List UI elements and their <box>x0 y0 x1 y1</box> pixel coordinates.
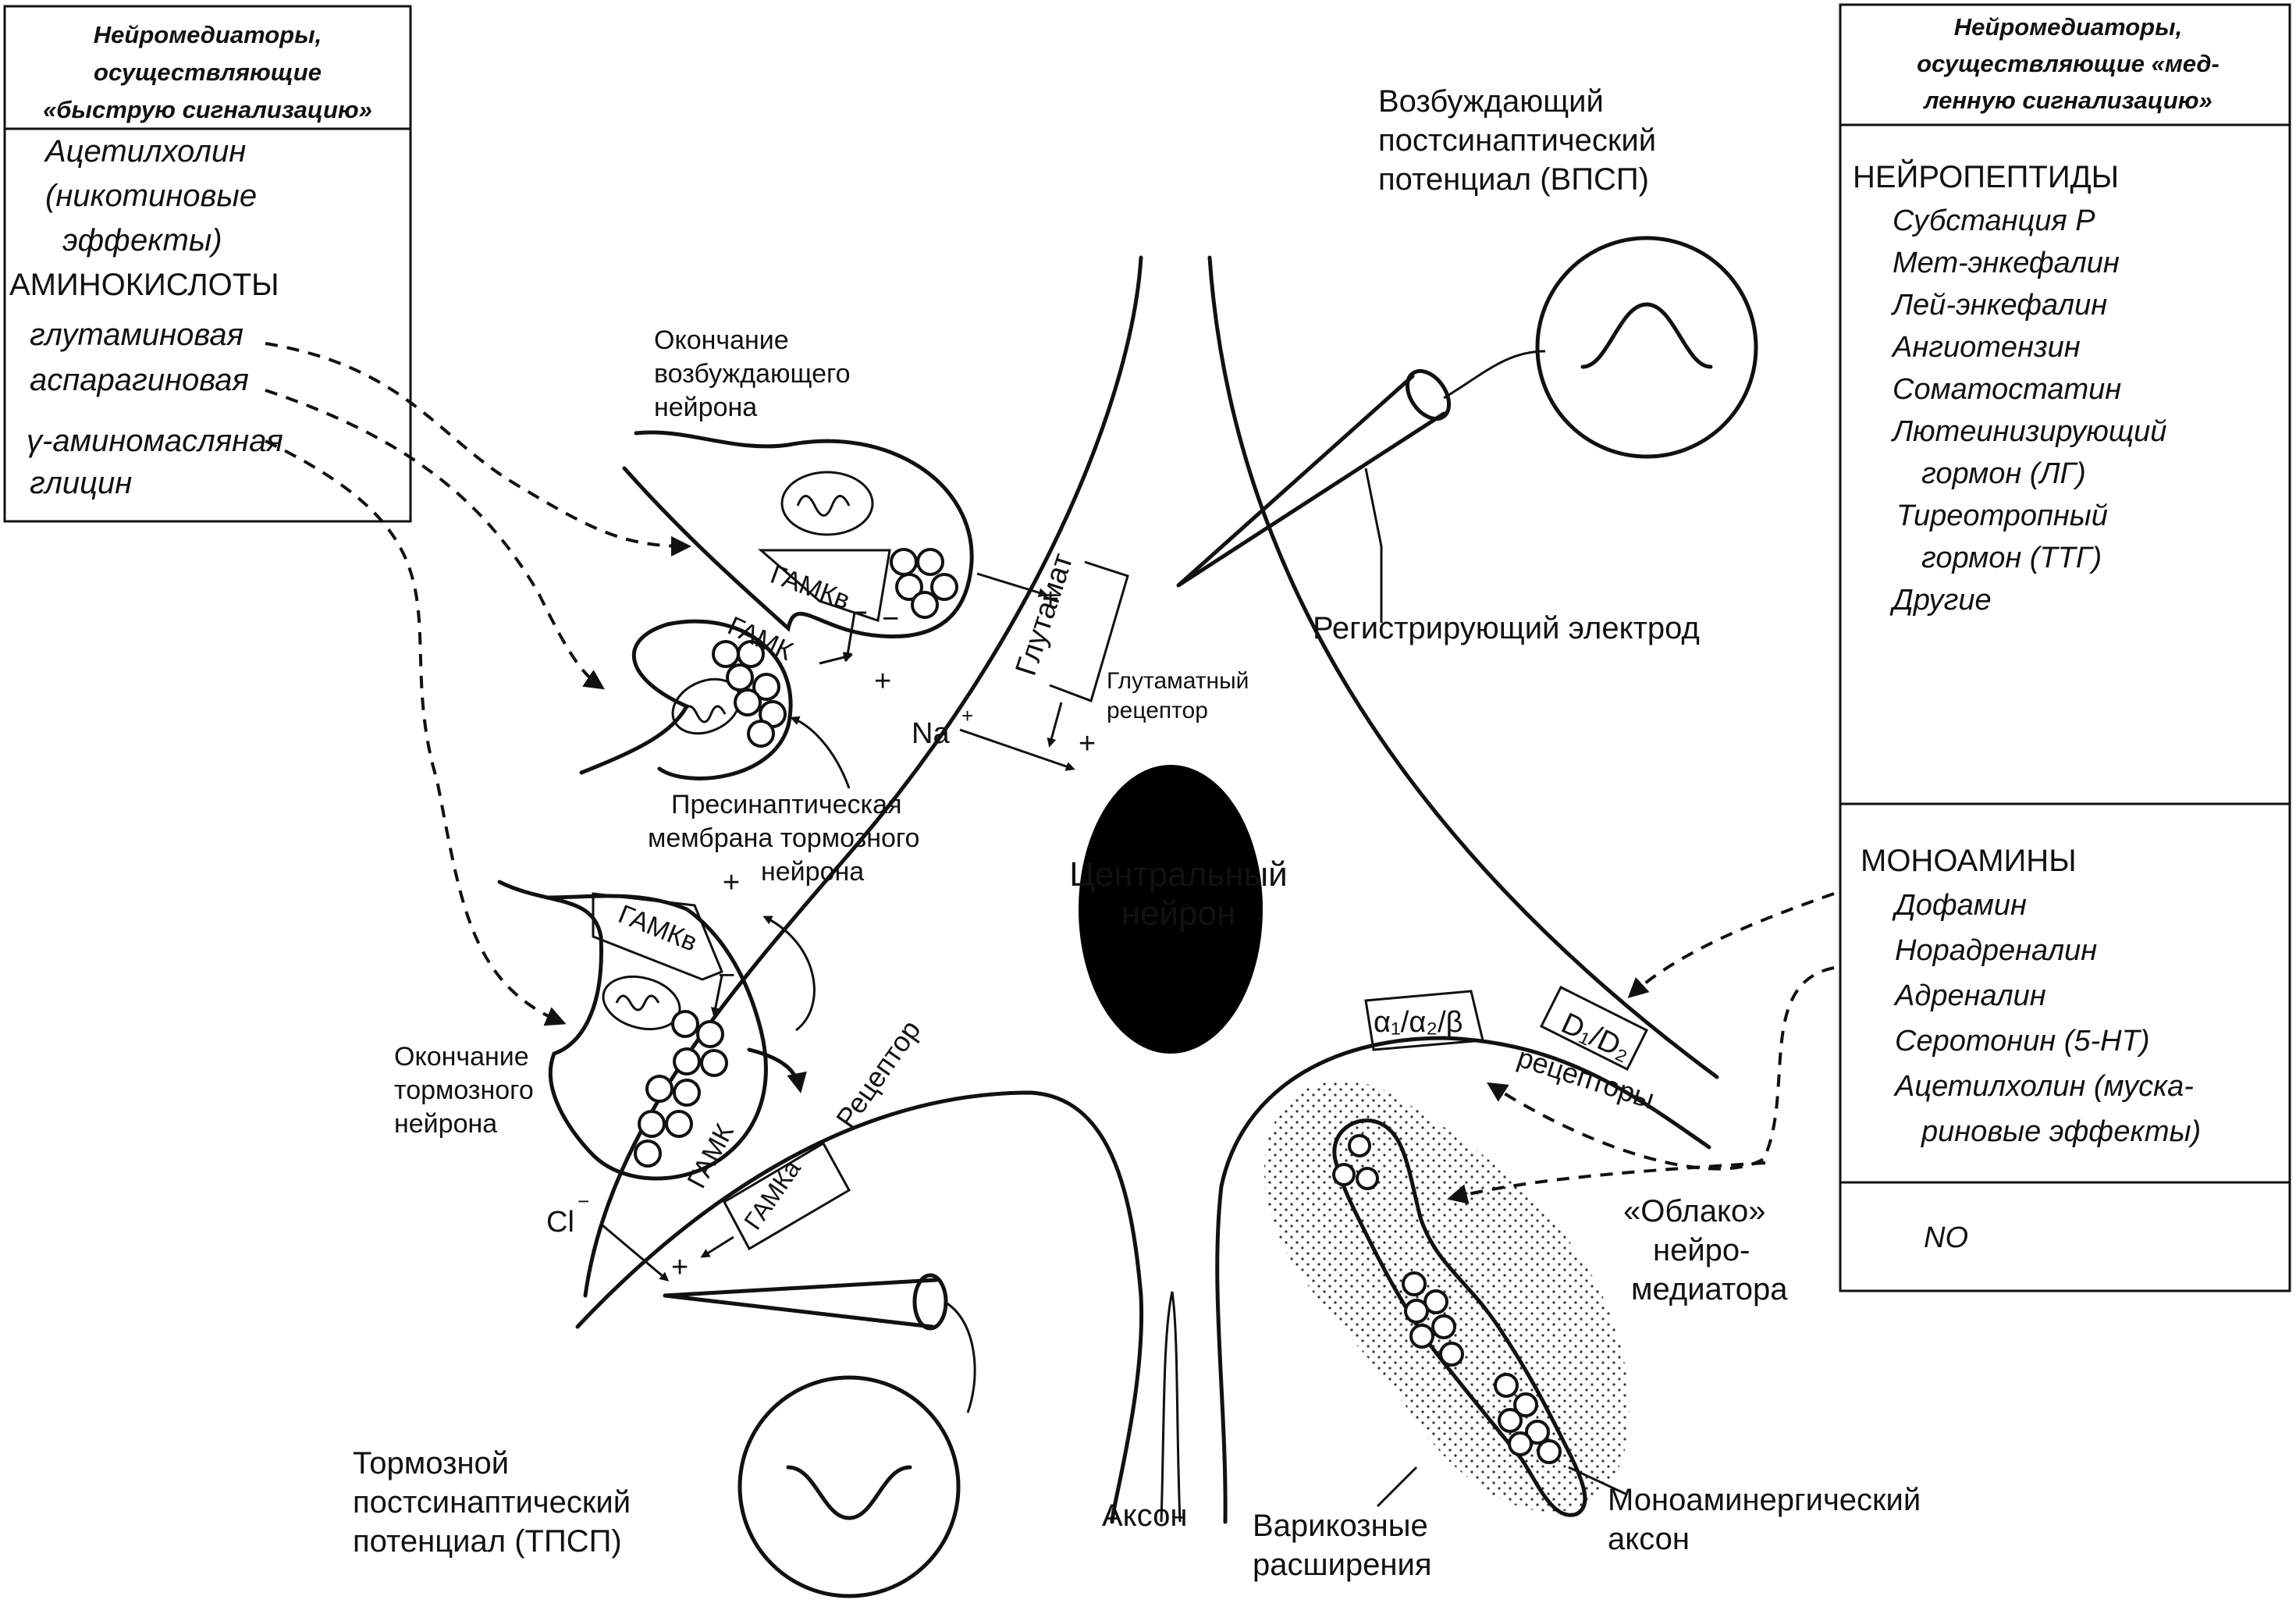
slow-box-header-1: Нейромедиаторы, <box>1954 13 2182 41</box>
slow-signaling-box: Нейромедиаторы, осуществляющие «мед- лен… <box>1839 3 2291 1292</box>
peptide-lh-1: Лютеинизирующий <box>1890 415 2166 448</box>
excitatory-ending-label-3: нейрона <box>654 393 757 422</box>
cloud-label-2: нейро- <box>1653 1233 1750 1267</box>
monoamines-heading: МОНОАМИНЫ <box>1861 844 2077 878</box>
plus-lower: + <box>723 866 740 899</box>
inhibitory-ending-label-1: Окончание <box>394 1042 529 1072</box>
inhibitory-ending-label-2: тормозного <box>394 1075 534 1105</box>
fast-box-header-2: осуществляющие <box>94 59 322 86</box>
alpha-beta-label: α₁/α₂/β <box>1374 1006 1463 1039</box>
monoaminergic-axon-label-2: аксон <box>1608 1522 1690 1556</box>
upper-recording-electrode <box>1176 236 1758 623</box>
inhibitory-terminal: ГАМКв − ГАМК <box>497 880 816 1193</box>
acetylcholine-line-3: эффекты) <box>62 223 222 258</box>
monoamine-receptors: α₁/α₂/β D₁/D₂ рецепторы <box>1364 985 1658 1115</box>
sodium-charge: + <box>961 704 973 727</box>
monoamine-serotonin: Серотонин (5-НТ) <box>1895 1025 2149 1058</box>
cloud-label-3: медиатора <box>1631 1272 1788 1306</box>
receptor-label: Рецептор <box>830 1014 926 1133</box>
amino-aspartic: аспарагиновая <box>30 363 249 397</box>
lower-recording-electrode <box>663 1273 976 1598</box>
peptide-others: Другие <box>1889 584 1992 617</box>
axon-label: Аксон <box>1102 1498 1187 1533</box>
peptide-tsh-2: гормон (ТТГ) <box>1921 542 2102 574</box>
ipsp-label-1: Тормозной <box>353 1446 509 1481</box>
ipsp-label-3: потенциал (ТПСП) <box>353 1524 622 1559</box>
plus-na: + <box>1079 727 1096 760</box>
presynaptic-inhibitory-terminal: ГАМК <box>579 611 866 780</box>
acetylcholine-line-1: Ацетилхолин <box>44 134 246 169</box>
central-neuron-label-2: нейрон <box>1121 894 1236 933</box>
excitatory-ending-label-2: возбуждающего <box>654 359 851 389</box>
gaba-b-top-label: ГАМКв <box>766 560 854 616</box>
monoamine-noradrenaline: Норадреналин <box>1895 934 2097 967</box>
amino-acids-heading: АМИНОКИСЛОТЫ <box>9 268 279 302</box>
minus-lower: − <box>718 959 735 992</box>
slow-box-header-3: ленную сигнализацию» <box>1922 87 2212 114</box>
ipsp-oscilloscope <box>737 1375 961 1598</box>
ipsp-label-2: постсинаптический <box>353 1485 631 1520</box>
plus-presynaptic: + <box>874 665 891 698</box>
nitric-oxide: NO <box>1924 1221 1968 1254</box>
excitatory-ending-label-1: Окончание <box>654 325 789 355</box>
epsp-label-3: потенциал (ВПСП) <box>1378 162 1649 197</box>
amino-gaba: γ-аминомасляная <box>27 424 283 458</box>
peptide-leu-enkephalin: Лей-энкефалин <box>1890 289 2107 322</box>
glutamate-receptor-label-2: рецептор <box>1107 698 1208 723</box>
slow-box-header-2: осуществляющие «мед- <box>1917 50 2220 77</box>
epsp-label-1: Возбуждающий <box>1378 84 1604 119</box>
glutamate-receptor <box>959 560 1129 771</box>
ipsp-waveform <box>786 1465 912 1520</box>
peptide-substance-p: Субстанция Р <box>1893 204 2095 237</box>
excitatory-terminal: ГАМКв − <box>622 430 974 639</box>
neuropeptides-heading: НЕЙРОПЕПТИДЫ <box>1853 158 2119 194</box>
varicosities-label-2: расширения <box>1253 1548 1432 1582</box>
glutamate-receptor-label-1: Глутаматный <box>1107 668 1249 694</box>
acetylcholine-line-2: (никотиновые <box>45 179 257 213</box>
peptide-tsh-1: Тиреотропный <box>1896 499 2108 532</box>
chloride-label: Cl <box>546 1206 574 1239</box>
chloride-charge: − <box>578 1189 589 1213</box>
neuron-nucleus <box>1079 765 1263 1054</box>
central-neuron: Центральный нейрон <box>575 255 1719 1524</box>
varicosities-label-1: Варикозные <box>1253 1509 1428 1543</box>
peptide-angiotensin: Ангиотензин <box>1891 331 2081 364</box>
peptide-lh-2: гормон (ЛГ) <box>1921 457 2086 490</box>
plus-chloride: + <box>671 1251 688 1284</box>
presynaptic-label-2: мембрана тормозного <box>648 823 919 853</box>
presynaptic-label-1: Пресинаптическая <box>671 790 901 819</box>
monoaminergic-axon-label-1: Моноаминергический <box>1608 1483 1921 1517</box>
dashed-arrows <box>265 342 1835 1204</box>
cloud-label-1: «Облако» <box>1623 1194 1766 1228</box>
sodium-label: Na <box>912 717 950 750</box>
amino-glutamic: глутаминовая <box>30 318 243 352</box>
monoamine-acetylcholine-1: Ацетилхолин (муска- <box>1893 1070 2194 1103</box>
minus-top: − <box>882 603 899 635</box>
central-neuron-label-1: Центральный <box>1069 855 1288 894</box>
inhibitory-ending-label-3: нейрона <box>394 1109 497 1139</box>
monoamine-dopamine: Дофамин <box>1892 889 2027 922</box>
presynaptic-label-3: нейрона <box>761 857 864 887</box>
peptide-met-enkephalin: Мет-энкефалин <box>1893 247 2120 279</box>
epsp-oscilloscope <box>1535 236 1758 459</box>
monoamine-adrenaline: Адреналин <box>1893 979 2046 1012</box>
fast-box-header-1: Нейромедиаторы, <box>94 21 322 48</box>
peptide-somatostatin: Соматостатин <box>1893 373 2121 406</box>
epsp-waveform <box>1580 302 1713 369</box>
fast-signaling-box: Нейромедиаторы, осуществляющие «быструю … <box>3 5 412 523</box>
amino-glycine: глицин <box>30 466 132 500</box>
monoamine-acetylcholine-2: риновые эффекты) <box>1921 1115 2201 1148</box>
monoaminergic-axon <box>1332 1118 1587 1517</box>
plus-glutamate: + <box>1042 583 1059 616</box>
fast-box-header-3: «быструю сигнализацию» <box>43 96 372 123</box>
epsp-label-2: постсинаптический <box>1378 123 1656 158</box>
recording-electrode-label: Регистрирующий электрод <box>1313 611 1700 645</box>
